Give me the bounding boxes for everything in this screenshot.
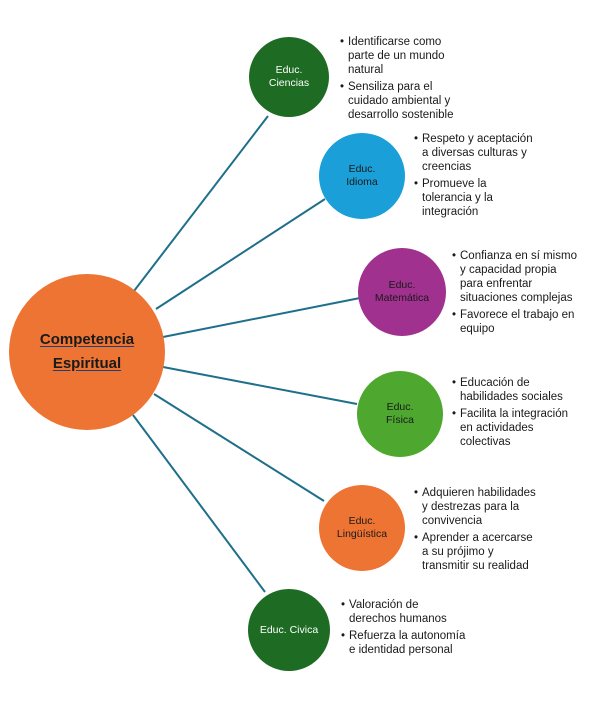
connector-fisica: [162, 366, 358, 405]
node-educ-matematica: Educ. Matemática: [358, 248, 446, 336]
connector-linguistica: [153, 393, 325, 502]
connector-ciencias: [133, 115, 269, 292]
node-label-idioma: Educ. Idioma: [346, 163, 378, 188]
node-educ-fisica: Educ. Física: [357, 371, 443, 457]
node-label-matematica: Educ. Matemática: [374, 279, 430, 304]
connector-matematica: [162, 297, 361, 338]
bullets-idioma: Respeto y aceptación a diversas culturas…: [414, 132, 533, 222]
bullets-matematica: Confianza en sí mismo y capacidad propia…: [452, 249, 577, 339]
center-title: Competencia Espiritual: [39, 331, 135, 372]
bullets-fisica: Educación de habilidades sociales Facili…: [452, 376, 568, 452]
bullets-civica: Valoración de derechos humanos Refuerza …: [341, 598, 465, 660]
bullet-linguistica-1: Adquieren habilidades y destrezas para l…: [414, 486, 536, 528]
node-educ-idioma: Educ. Idioma: [319, 133, 405, 219]
bullet-civica-2: Refuerza la autonomía e identidad person…: [341, 629, 465, 657]
node-label-linguistica: Educ. Lingüística: [336, 515, 388, 540]
bullet-matematica-1: Confianza en sí mismo y capacidad propia…: [452, 249, 577, 305]
node-educ-civica: Educ. Civica: [248, 589, 330, 671]
connector-idioma: [155, 198, 326, 310]
bullets-ciencias: Identificarse como parte de un mundo nat…: [340, 35, 453, 125]
bullet-fisica-1: Educación de habilidades sociales: [452, 376, 568, 404]
connector-civica: [132, 414, 266, 593]
node-educ-linguistica: Educ. Lingüística: [319, 485, 405, 571]
bullet-matematica-2: Favorece el trabajo en equipo: [452, 308, 577, 336]
bullets-linguistica: Adquieren habilidades y destrezas para l…: [414, 486, 536, 576]
node-label-ciencias: Educ. Ciencias: [268, 64, 310, 89]
bullet-ciencias-2: Sensiliza para el cuidado ambiental y de…: [340, 80, 453, 122]
bullet-civica-1: Valoración de derechos humanos: [341, 598, 465, 626]
bullet-ciencias-1: Identificarse como parte de un mundo nat…: [340, 35, 453, 77]
bullet-linguistica-2: Aprender a acercarse a su prójimo y tran…: [414, 531, 536, 573]
bullet-idioma-1: Respeto y aceptación a diversas culturas…: [414, 132, 533, 174]
node-label-fisica: Educ. Física: [385, 401, 414, 426]
bullet-fisica-2: Facilita la integración en actividades c…: [452, 407, 568, 449]
node-label-civica: Educ. Civica: [259, 623, 319, 636]
center-node-competencia-espiritual: Competencia Espiritual: [9, 274, 165, 430]
node-educ-ciencias: Educ. Ciencias: [249, 37, 329, 117]
bullet-idioma-2: Promueve la tolerancia y la integración: [414, 177, 533, 219]
